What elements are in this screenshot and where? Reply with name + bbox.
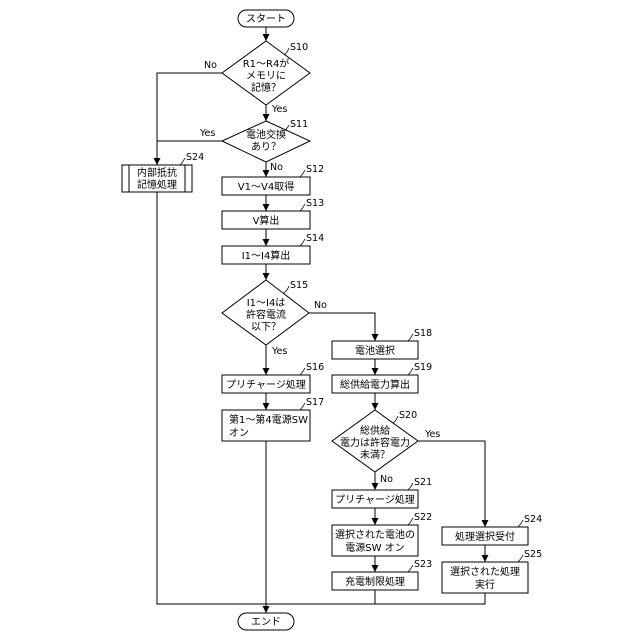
branch-s15-no: No	[314, 300, 327, 311]
s19-text: 総供給電力算出	[340, 378, 410, 391]
step-label-s25: S25	[524, 549, 542, 560]
s15-text-3: 以下？	[251, 322, 281, 333]
s10-text-1: R1～R4が	[243, 57, 290, 70]
step-label-s16: S16	[306, 362, 324, 373]
branch-s15-yes: Yes	[271, 346, 287, 357]
s24a-text-2: 記憶処理	[137, 178, 177, 191]
s24a-text-1: 内部抵抗	[137, 166, 177, 179]
step-label-s19: S19	[414, 362, 432, 373]
start-label: スタート	[246, 13, 286, 25]
step-label-s22: S22	[414, 512, 432, 523]
edge-s15-no	[309, 313, 375, 341]
s10-text-2: メモリに	[246, 70, 286, 82]
s11-text-1: 電池交換	[246, 128, 286, 141]
process-s24-selection: 処理選択受付	[442, 527, 528, 545]
process-s24-internal-resistance: 内部抵抗 記憶処理	[122, 165, 192, 192]
s11-text-2: あり？	[251, 141, 281, 153]
step-label-s17: S17	[306, 397, 324, 408]
s20-text-3: 未満？	[360, 449, 390, 461]
process-s23: 充電制限処理	[332, 572, 418, 590]
s22-text-2: 電源SW オン	[345, 541, 404, 554]
s21-text: プリチャージ処理	[335, 493, 415, 506]
s13-text: V算出	[253, 214, 280, 227]
s24b-text: 処理選択受付	[455, 530, 515, 543]
branch-s10-yes: Yes	[271, 104, 287, 115]
step-label-s12: S12	[306, 164, 324, 175]
process-s12: V1～V4取得	[222, 177, 310, 195]
branch-s11-no: No	[270, 162, 283, 173]
s23-text: 充電制限処理	[345, 575, 405, 588]
s15-text-2: 許容電流	[246, 308, 286, 321]
s20-text-2: 電力は許容電力	[340, 436, 410, 449]
s10-text-3: 記憶？	[251, 81, 281, 94]
step-label-s24b: S24	[524, 514, 542, 525]
step-label-s18: S18	[414, 328, 432, 339]
process-s17: 第1～第4電源SW オン	[222, 410, 310, 441]
process-s16: プリチャージ処理	[222, 375, 310, 393]
start-terminal: スタート	[238, 10, 294, 27]
step-label-s24a: S24	[186, 152, 204, 163]
end-terminal: エンド	[238, 613, 294, 630]
s12-text: V1～V4取得	[238, 181, 294, 193]
step-label-s21: S21	[414, 477, 432, 488]
branch-s10-no: No	[204, 60, 217, 71]
connectors	[157, 27, 485, 613]
process-s22: 選択された電池の 電源SW オン	[332, 525, 418, 556]
s25-text-2: 実行	[475, 578, 495, 591]
branch-s20-no: No	[380, 474, 393, 485]
process-s21: プリチャージ処理	[332, 490, 418, 508]
branch-s11-yes: Yes	[199, 128, 215, 139]
process-s25: 選択された処理 実行	[442, 562, 528, 593]
process-s13: V算出	[222, 211, 310, 229]
s17-text-1: 第1～第4電源SW	[229, 413, 308, 426]
process-s18: 電池選択	[332, 341, 418, 359]
edge-s25-end	[375, 593, 485, 604]
s14-text: I1～I4算出	[242, 249, 291, 262]
step-label-s15: S15	[290, 280, 308, 291]
step-label-s10: S10	[290, 42, 308, 53]
step-label-s11: S11	[290, 119, 308, 130]
s15-text-1: I1～I4は	[247, 297, 286, 309]
step-label-s14: S14	[306, 233, 324, 244]
branch-s20-yes: Yes	[424, 429, 440, 440]
process-s14: I1～I4算出	[222, 246, 310, 264]
end-label: エンド	[251, 617, 281, 628]
step-label-s13: S13	[306, 198, 324, 209]
s22-text-1: 選択された電池の	[335, 528, 415, 541]
step-label-s23: S23	[414, 559, 432, 570]
process-s19: 総供給電力算出	[332, 375, 418, 393]
s18-text: 電池選択	[355, 344, 395, 357]
s17-text-2: オン	[229, 427, 249, 439]
s20-text-1: 総供給	[360, 424, 390, 437]
edge-s23-end	[266, 590, 375, 604]
s25-text-1: 選択された処理	[450, 565, 520, 578]
s16-text: プリチャージ処理	[226, 378, 306, 391]
step-label-s20: S20	[399, 410, 417, 421]
